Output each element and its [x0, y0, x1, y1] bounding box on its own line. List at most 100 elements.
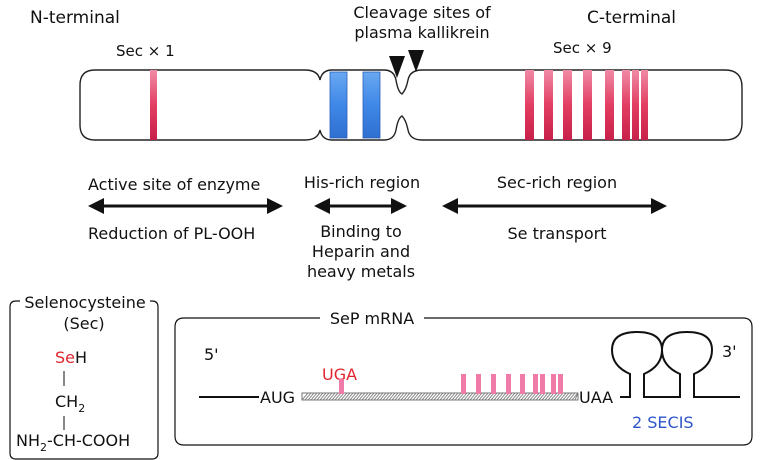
sec-right-label: Sec × 9 — [553, 39, 612, 57]
hatch-stroke — [406, 392, 414, 401]
sec-band — [632, 70, 639, 140]
active-site-arrow — [88, 198, 283, 214]
hatch-stroke — [412, 392, 420, 401]
hatch-stroke — [538, 392, 546, 401]
cleavage-label-line1: Cleavage sites of — [353, 3, 491, 22]
hatch-stroke — [430, 392, 438, 401]
hatch-stroke — [481, 392, 489, 401]
hatch-stroke — [301, 392, 309, 401]
se-transport-label: Se transport — [507, 224, 606, 243]
binding-label-line1: Binding to — [320, 222, 402, 241]
hatch-stroke — [382, 392, 390, 401]
mrna-title: SeP mRNA — [330, 309, 414, 328]
hatch-stroke — [442, 392, 450, 401]
hatch-stroke — [349, 392, 357, 401]
hatch-stroke — [526, 392, 534, 401]
n-terminal-label: N-terminal — [30, 8, 120, 28]
reduction-label: Reduction of PL-OOH — [88, 224, 255, 243]
hatch-stroke — [523, 392, 531, 401]
hatch-stroke — [571, 392, 579, 401]
hatch-stroke — [352, 392, 360, 401]
three-prime-label: 3' — [722, 342, 737, 361]
hatch-stroke — [514, 392, 522, 401]
sec-band — [583, 70, 592, 140]
uga-codon-mark — [533, 374, 538, 394]
hatch-stroke — [544, 392, 552, 401]
hatch-stroke — [376, 392, 384, 401]
hatch-stroke — [529, 392, 537, 401]
hatch-stroke — [484, 392, 492, 401]
mrna-box — [174, 317, 753, 446]
sec-band — [641, 70, 648, 140]
uga-codon-mark — [461, 374, 466, 394]
hatch-stroke — [454, 392, 462, 401]
hatch-stroke — [460, 392, 468, 401]
uga-codon-mark — [476, 374, 481, 394]
hatch-stroke — [550, 392, 558, 401]
hatch-stroke — [427, 392, 435, 401]
hatch-stroke — [463, 392, 471, 401]
hatch-stroke — [415, 392, 423, 401]
hatch-stroke — [361, 392, 369, 401]
hatch-stroke — [457, 392, 465, 401]
hatch-stroke — [400, 392, 408, 401]
hatch-stroke — [499, 392, 507, 401]
selenol-group: SeH — [55, 348, 87, 367]
sec-band — [525, 70, 534, 140]
binding-label-line2: Heparin and — [312, 242, 410, 261]
methylene-group: CH2 — [55, 392, 85, 415]
start-codon-label: AUG — [260, 388, 295, 407]
hatch-stroke — [391, 392, 399, 401]
hatch-stroke — [511, 392, 519, 401]
sec-band-cluster — [525, 70, 648, 140]
hatch-stroke — [439, 392, 447, 401]
uga-label: UGA — [322, 365, 357, 384]
hatch-stroke — [490, 392, 498, 401]
cleavage-arrow — [408, 50, 424, 72]
hatch-stroke — [559, 392, 567, 401]
hatch-stroke — [502, 392, 510, 401]
hatch-stroke — [547, 392, 555, 401]
secis-label: 2 SECIS — [632, 413, 694, 432]
sec-band — [563, 70, 572, 140]
hatch-stroke — [565, 392, 573, 401]
stop-codon-label: UAA — [579, 388, 613, 407]
hatch-stroke — [307, 392, 315, 401]
sec-band — [622, 70, 630, 140]
sec-band — [605, 70, 614, 140]
selenocysteine-subtitle: (Sec) — [63, 314, 104, 333]
hatch-stroke — [343, 392, 351, 401]
uga-codon-mark — [506, 374, 511, 394]
hatch-stroke — [316, 392, 324, 401]
his-rich-arrow — [314, 198, 407, 214]
hatch-stroke — [409, 392, 417, 401]
hatch-stroke — [535, 392, 543, 401]
hatch-stroke — [358, 392, 366, 401]
hatch-stroke — [304, 392, 312, 401]
uga-codon-mark — [558, 374, 563, 394]
hatch-stroke — [418, 392, 426, 401]
uga-codon-mark — [520, 374, 525, 394]
hatch-stroke — [340, 392, 348, 401]
hatch-stroke — [373, 392, 381, 401]
hatch-stroke — [562, 392, 570, 401]
protein-outline — [79, 69, 743, 141]
hatch-stroke — [379, 392, 387, 401]
hatch-stroke — [556, 392, 564, 401]
uga-codon-cluster — [461, 374, 563, 394]
selenocysteine-title: Selenocysteine — [24, 293, 145, 312]
hatch-stroke — [370, 392, 378, 401]
hatch-stroke — [508, 392, 516, 401]
hatch-stroke — [388, 392, 396, 401]
his-rich-label: His-rich region — [304, 173, 420, 192]
hatch-stroke — [451, 392, 459, 401]
hatch-stroke — [403, 392, 411, 401]
hatch-stroke — [496, 392, 504, 401]
hatch-stroke — [445, 392, 453, 401]
sec-rich-arrow — [442, 198, 667, 214]
hatch-stroke — [394, 392, 402, 401]
c-terminal-label: C-terminal — [587, 8, 676, 28]
hatch-stroke — [397, 392, 405, 401]
hatch-stroke — [421, 392, 429, 401]
hatch-stroke — [574, 392, 579, 401]
